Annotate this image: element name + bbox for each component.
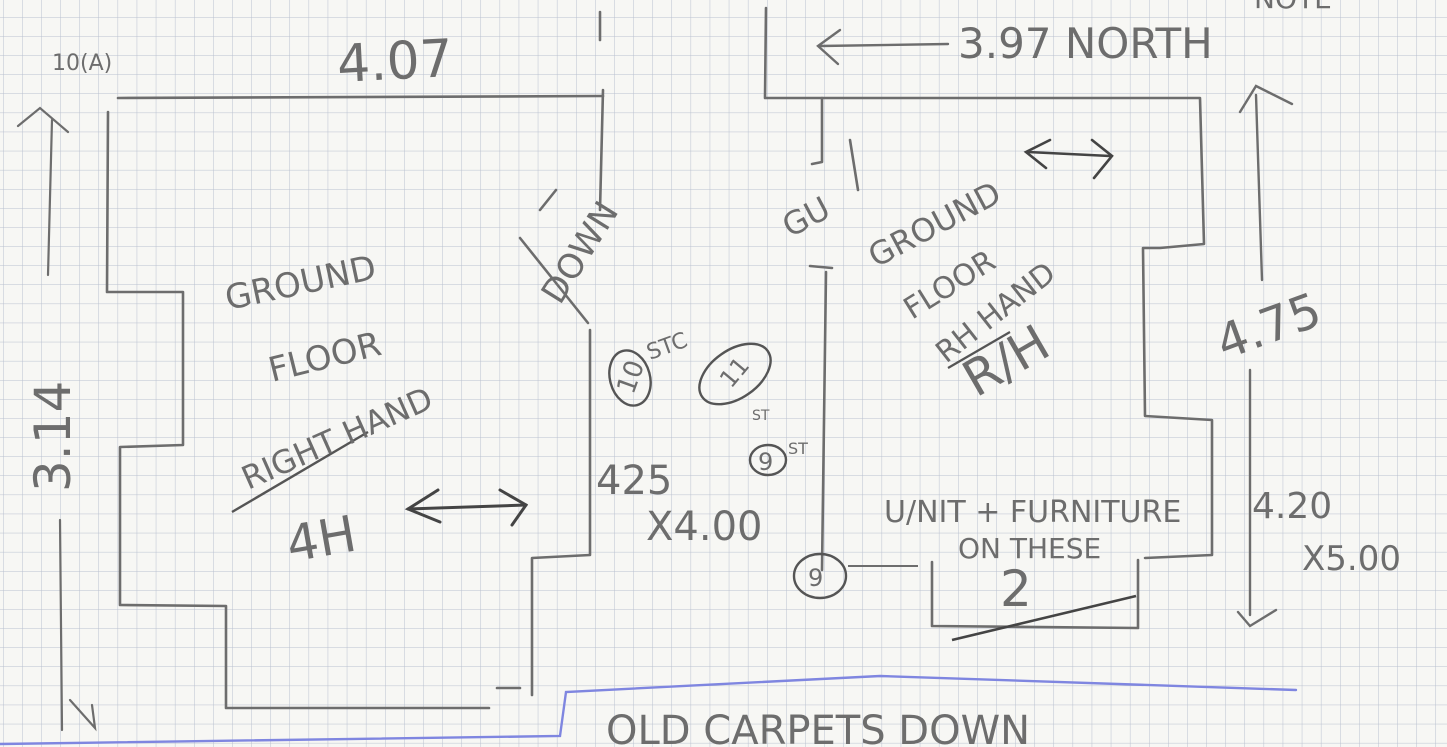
right-room-outline	[763, 6, 1214, 630]
dims-right-line2: X5.00	[1302, 539, 1401, 579]
left-double-arrow	[404, 488, 529, 527]
dim-top-left: 4.07	[336, 29, 455, 95]
strike-left-word	[947, 331, 1011, 369]
tag-top-left: 10(A)	[52, 51, 112, 76]
dims-middle-line2: X4.00	[646, 504, 762, 550]
door-swing-left	[518, 188, 590, 325]
note-line1: U/NIT + FURNITURE	[884, 495, 1181, 530]
circle-11-marker	[698, 342, 772, 406]
circle-10-marker	[608, 349, 652, 407]
dim-top-right: 3.97 NORTH	[958, 19, 1213, 68]
st-9-label: ST	[788, 439, 808, 458]
st-small-label: ST	[752, 408, 770, 424]
left-room-outline	[105, 10, 605, 710]
hall-circles	[608, 342, 848, 600]
hall-outline	[808, 264, 834, 572]
circle-9-lower-label: 9	[808, 564, 823, 592]
room-left-code: 4H	[282, 505, 360, 574]
circle-9-marker	[748, 443, 788, 477]
blue-pen-line	[0, 674, 1298, 746]
note-line2: ON THESE	[958, 532, 1101, 565]
strike-right-word	[231, 430, 369, 514]
right-double-arrow	[1023, 138, 1114, 180]
right-top-arrow	[816, 28, 950, 66]
strike-note	[951, 594, 1137, 642]
right-dimension-arrow	[1236, 84, 1294, 628]
circle-9-label: 9	[758, 448, 773, 476]
box-number: 2	[1000, 560, 1032, 618]
circle-9-lower-marker	[792, 552, 848, 600]
left-dimension-arrow	[16, 106, 97, 732]
corner-top: NOTE	[1254, 0, 1332, 15]
bottom-note: OLD CARPETS DOWN	[606, 708, 1030, 747]
dims-middle-line1: 425	[596, 458, 672, 504]
dims-right-line1: 4.20	[1252, 486, 1332, 527]
dim-left-vertical: 3.14	[24, 381, 82, 492]
